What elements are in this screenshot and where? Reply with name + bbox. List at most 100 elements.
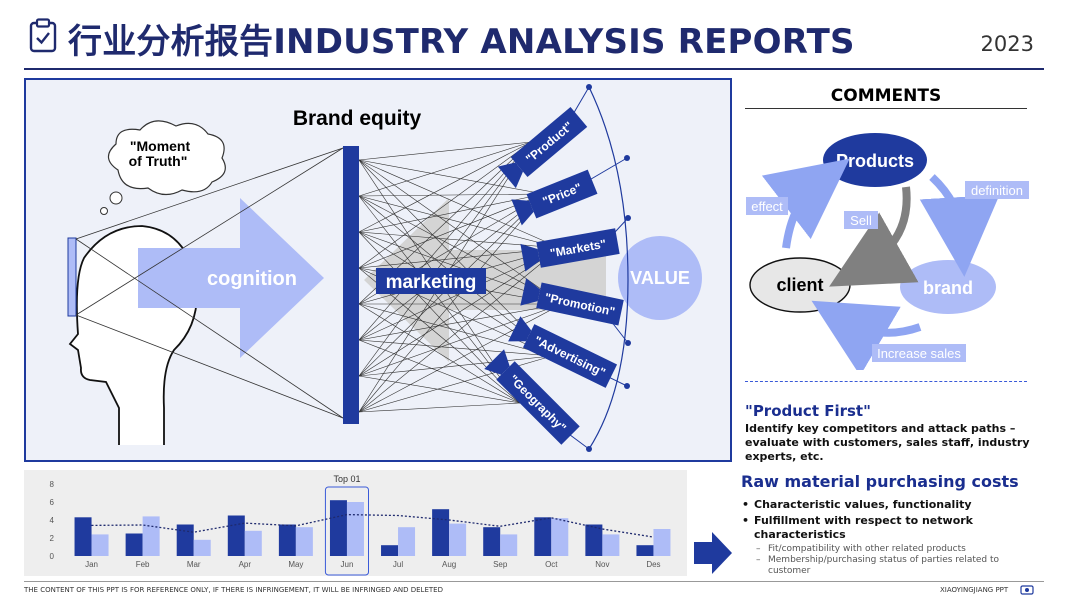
logo-icon [1020,585,1034,595]
definition-arrow [919,174,1000,277]
bar-series-1 [483,527,501,556]
value-arc [588,86,629,450]
year-label: 2023 [980,32,1034,56]
brand-label: brand [923,278,973,298]
brand-equity-diagram: "Moment of Truth" cognition VALUE Brand … [67,84,702,452]
product-first-title: "Product First" [745,402,871,420]
increase-sales-label: Increase sales [877,346,961,361]
bar-series-2 [653,529,671,556]
page-title: 行业分析报告INDUSTRY ANALYSIS REPORTS [68,22,855,62]
marketing-tag: "Markets" [520,228,620,272]
y-tick-label: 2 [50,534,55,543]
x-tick-label: Feb [136,560,150,569]
bar-series-2 [244,530,262,556]
brand-equity-label: Brand equity [293,107,422,130]
x-tick-label: Oct [545,560,558,569]
bar-series-1 [585,524,603,556]
bar-series-1 [432,509,450,556]
effect-label: effect [751,199,783,214]
thought-text-line1: "Moment [130,138,191,154]
brand-equity-bar [343,146,359,424]
x-tick-label: Des [646,560,660,569]
increase-sales-tag [872,344,966,362]
footer-brand: XIAOYINGJIANG PPT [940,586,1009,594]
tag-tail [497,162,523,189]
bar-series-1 [278,524,296,556]
bar-series-1 [227,515,245,556]
definition-label: definition [971,183,1023,198]
y-axis: 0 2 4 6 8 [50,480,55,561]
x-tick-label: Nov [595,560,609,569]
tag-body [536,282,624,326]
bar-series-1 [534,517,552,556]
effect-arrow [761,158,850,249]
highlight-frame [324,486,369,576]
increase-sales-arrow [811,300,922,370]
bar-series-2 [295,527,313,556]
footer-disclaimer: THE CONTENT OF THIS PPT IS FOR REFERENCE… [24,586,443,594]
y-tick-label: 4 [50,516,55,525]
cognition-lines [75,147,344,419]
x-tick-label: Jul [393,560,403,569]
sell-tag [844,211,878,229]
trend-line [91,513,654,538]
x-tick-label: Mar [187,560,201,569]
tag-body [496,361,580,445]
raw-material-bullet: Characteristic values, functionality [742,498,1042,512]
monthly-bar-chart: 0 2 4 6 8 Jan Feb Mar Apr May Jun Jul Aug Sep Oct Nov D… [50,474,671,576]
bar-series-2 [142,516,160,556]
bar-series-2 [551,518,569,556]
bar-series-2 [193,539,211,556]
thought-text-line2: of Truth" [129,153,188,169]
bar-series-2 [91,534,109,556]
tag-body [536,228,620,268]
tag-body [526,169,598,219]
cognition-label: cognition [207,268,297,290]
header-divider [24,68,1044,70]
tag-tail [508,316,532,342]
y-tick-label: 6 [50,498,55,507]
bar-series-2 [500,534,518,556]
chart-title: Top 01 [333,474,360,484]
bar-series-1 [176,524,194,556]
definition-tag [965,181,1029,199]
x-tick-label: May [288,560,303,569]
y-tick-label: 8 [50,480,55,489]
bar-series-1 [329,500,347,556]
x-tick-label: Jan [85,560,98,569]
raw-material-subitem: Membership/purchasing status of parties … [742,555,1042,577]
bar-series-2 [398,527,416,556]
bar-series-1 [636,545,654,556]
raw-material-list: Characteristic values, functionality Ful… [742,498,1042,577]
eye-bar [67,237,77,317]
x-tick-label: Sep [493,560,508,569]
tag-tail [484,349,510,375]
comments-title: COMMENTS [830,86,942,106]
next-arrow-icon [694,532,732,574]
products-label: Products [836,151,914,171]
marketing-tag: "Price" [511,169,598,226]
x-tick-label: Apr [239,560,252,569]
y-tick-label: 0 [50,552,55,561]
client-label: client [776,275,823,295]
footer-divider [24,581,1044,582]
clipboard-icon [29,18,57,53]
value-label: VALUE [630,268,690,288]
marketing-label: marketing [386,272,477,293]
bar-series-1 [381,545,399,556]
section-dashed-divider [745,381,1027,382]
effect-tag [746,197,788,215]
bar-series-2 [346,502,364,556]
cognition-arrow [138,198,324,358]
raw-material-title: Raw material purchasing costs [741,472,1019,491]
marketing-label-box [376,268,486,294]
x-tick-label: Jun [341,560,354,569]
tag-tail [520,243,540,272]
raw-material-subitem: Fit/compatibility with other related pro… [742,544,1042,555]
sell-arrow [829,186,919,287]
bar-series-1 [125,533,143,556]
sell-label: Sell [850,213,872,228]
bar-series-1 [74,517,92,556]
x-tick-label: Aug [442,560,456,569]
tag-tail [511,199,534,226]
